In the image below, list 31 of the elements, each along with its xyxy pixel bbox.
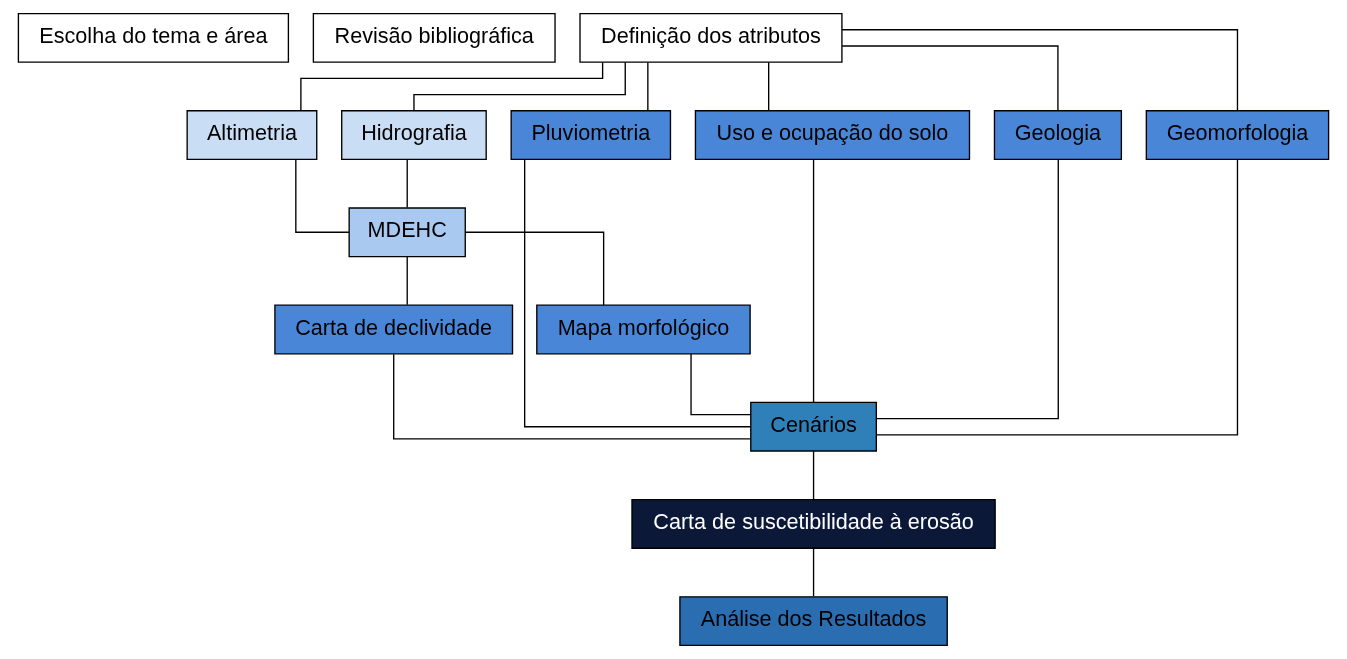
node-box: Uso e ocupação do solo bbox=[694, 110, 971, 161]
connector bbox=[295, 158, 350, 233]
node-box: Escolha do tema e área bbox=[17, 12, 290, 63]
connector bbox=[768, 61, 770, 111]
connector bbox=[841, 45, 1059, 112]
connector bbox=[841, 29, 1239, 112]
node-box: Geologia bbox=[993, 110, 1123, 161]
connector bbox=[812, 450, 815, 500]
node-box: Revisão bibliográfica bbox=[312, 12, 556, 63]
node-box: Mapa morfológico bbox=[536, 304, 751, 355]
node-box: Cenários bbox=[750, 401, 877, 452]
node-box: Análise dos Resultados bbox=[679, 596, 948, 647]
connector bbox=[406, 256, 408, 306]
connector bbox=[647, 61, 649, 111]
connector bbox=[812, 547, 815, 597]
node-box: Pluviometria bbox=[510, 110, 672, 161]
connector bbox=[812, 158, 815, 403]
connector bbox=[300, 61, 604, 112]
connector bbox=[875, 158, 1239, 436]
connector bbox=[464, 231, 605, 306]
node-box: Carta de suscetibilidade à erosão bbox=[631, 498, 996, 549]
node-box: Hidrografia bbox=[341, 110, 487, 161]
node-box: Carta de declividade bbox=[274, 304, 514, 355]
node-box: Definição dos atributos bbox=[579, 12, 843, 63]
node-box: MDEHC bbox=[348, 207, 466, 258]
connector bbox=[875, 159, 1059, 420]
connector bbox=[690, 353, 752, 416]
node-box: Altimetria bbox=[186, 110, 318, 161]
node-box: Geomorfologia bbox=[1145, 110, 1330, 161]
connector bbox=[406, 158, 408, 209]
connector bbox=[393, 353, 752, 440]
